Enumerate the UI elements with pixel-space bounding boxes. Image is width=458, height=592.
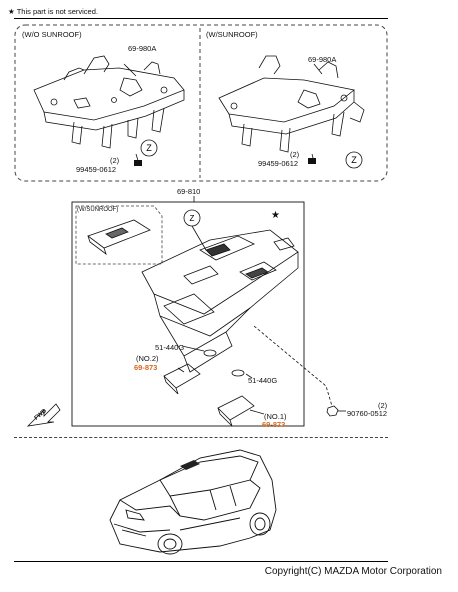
not-serviced-note: ★ This part is not serviced. [8, 7, 98, 16]
part-69-810: 69-810 [177, 187, 201, 196]
bracket-wo-sunroof: Z [33, 55, 185, 166]
lens-no2-tag: (NO.2) [136, 354, 159, 363]
bottom-rule [14, 561, 388, 562]
lens-no2-part-69-873: 69-873 [134, 363, 158, 372]
bulb-51-440g-upper: 51-440G [155, 343, 185, 352]
part-69-980a-right: 69-980A [308, 55, 337, 64]
z-callout-left: Z [146, 143, 152, 153]
copyright-text: Copyright(C) MAZDA Motor Corporation [264, 566, 442, 577]
w-sunroof-title: (W/SUNROOF) [206, 30, 258, 39]
z-callout-right: Z [351, 155, 357, 165]
lens-no1-tag: (NO.1) [264, 412, 287, 421]
bulb-51-440g-lower: 51-440G [248, 376, 278, 385]
part-69-980a-left: 69-980A [128, 44, 157, 53]
vehicle-illustration [109, 449, 277, 555]
bracket-w-sunroof: Z [218, 55, 365, 169]
sunroof-variants-box [14, 24, 388, 182]
overhead-console-diagram: Z [26, 196, 346, 427]
qty-left: (2) [110, 156, 120, 165]
qty-right: (2) [290, 150, 300, 159]
bolt-99459-0612-left: 99459-0612 [76, 165, 117, 174]
section-divider [14, 437, 388, 438]
wo-sunroof-title: (W/O SUNROOF) [22, 30, 82, 39]
z-callout-main: Z [190, 214, 195, 223]
star-icon: ★ [8, 7, 15, 16]
screw-90760-0512: 90760-0512 [347, 409, 388, 418]
not-serviced-star-icon: ★ [271, 210, 280, 221]
top-rule [14, 18, 388, 19]
fwd-arrow-icon [26, 403, 61, 427]
inset-w-sunroof-title: (W/SUNROOF) [77, 207, 119, 213]
screw-qty: (2) [378, 401, 388, 410]
bolt-99459-0612-right: 99459-0612 [258, 159, 299, 168]
note-text: This part is not serviced. [16, 7, 98, 16]
lens-no1-part-69-873: 69-873 [262, 420, 286, 429]
